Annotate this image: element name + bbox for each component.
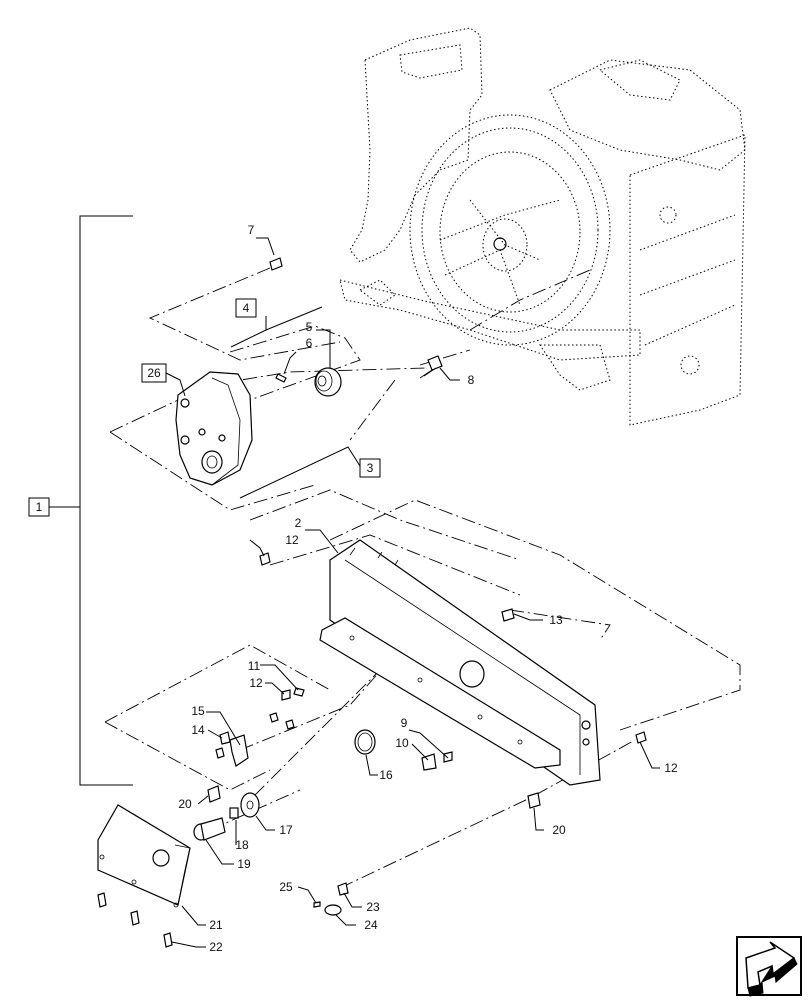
callout-20-a[interactable]: 20	[178, 797, 192, 811]
callout-22[interactable]: 22	[209, 940, 223, 954]
clip-a	[97, 892, 107, 908]
shaft-19	[193, 817, 226, 841]
callout-14[interactable]: 14	[191, 723, 205, 737]
bolt-20-right	[527, 792, 541, 809]
callout-10[interactable]: 10	[395, 736, 409, 750]
support-channel	[319, 539, 601, 786]
callout-6[interactable]: 6	[306, 336, 313, 350]
ring-24	[324, 904, 342, 916]
leader-lines	[165, 237, 660, 948]
callout-13[interactable]: 13	[549, 613, 563, 627]
small-fastener	[269, 712, 279, 723]
callout-23[interactable]: 23	[366, 900, 380, 914]
clip-b	[130, 910, 140, 926]
pin-25	[313, 901, 321, 908]
callout-4[interactable]: 4	[235, 298, 257, 318]
callout-19[interactable]: 19	[237, 857, 251, 871]
bracket-15	[229, 734, 249, 767]
clip-22	[163, 932, 173, 948]
callout-26[interactable]: 26	[141, 363, 167, 383]
svg-text:4: 4	[243, 301, 250, 315]
callout-20-b[interactable]: 20	[552, 823, 566, 837]
bolt-8	[419, 355, 443, 379]
bolt-7	[269, 257, 283, 271]
washer-11	[293, 687, 305, 697]
cover-plate	[97, 804, 191, 908]
callout-12-c[interactable]: 12	[664, 761, 678, 775]
callout-7[interactable]: 7	[248, 223, 255, 237]
callout-9[interactable]: 9	[401, 716, 408, 730]
callout-5[interactable]: 5	[306, 320, 313, 334]
callout-8[interactable]: 8	[468, 373, 475, 387]
callout-3[interactable]: 3	[359, 458, 381, 478]
gear-cover-housing	[175, 371, 253, 486]
group-bracket	[79, 215, 133, 786]
screw-12-right	[635, 731, 647, 744]
washer-17	[240, 792, 260, 818]
pin	[275, 373, 287, 383]
callout-15[interactable]: 15	[191, 704, 205, 718]
nut-12	[281, 689, 291, 701]
screw-13	[501, 608, 515, 622]
svg-text:3: 3	[367, 461, 374, 475]
callout-12-b[interactable]: 12	[285, 533, 299, 547]
callout-12-a[interactable]: 12	[249, 676, 263, 690]
assembly-lines	[104, 267, 741, 889]
chassis-frame-phantom	[339, 27, 746, 426]
callout-11[interactable]: 11	[248, 659, 261, 673]
callout-1[interactable]: 1	[28, 497, 50, 517]
small-screw	[215, 747, 225, 759]
callout-17[interactable]: 17	[279, 823, 293, 837]
svg-text:1: 1	[36, 500, 43, 514]
callout-18[interactable]: 18	[235, 838, 249, 852]
next-page-arrow-icon[interactable]	[736, 936, 802, 997]
callout-25[interactable]: 25	[279, 880, 293, 894]
pin-23	[337, 882, 349, 896]
screw-12-top	[259, 552, 271, 566]
callout-16[interactable]: 16	[379, 768, 393, 782]
callout-2[interactable]: 2	[295, 516, 302, 530]
svg-text:26: 26	[147, 366, 161, 380]
bolt-20-left	[207, 785, 221, 803]
callout-24[interactable]: 24	[364, 918, 378, 932]
spacer-18	[229, 807, 239, 819]
callout-21[interactable]: 21	[209, 918, 223, 932]
screw-14	[219, 731, 231, 745]
washer-9	[443, 751, 453, 763]
small-fastener-2	[285, 719, 295, 730]
bearing	[314, 367, 342, 397]
